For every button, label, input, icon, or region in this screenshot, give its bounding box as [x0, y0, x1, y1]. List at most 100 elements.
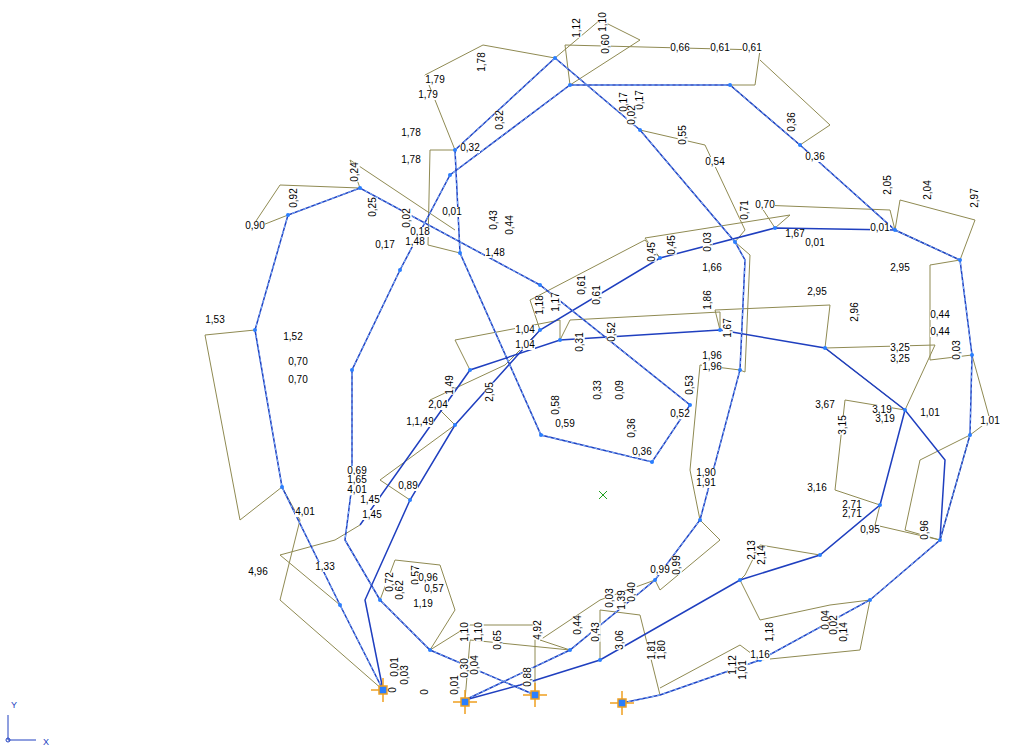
centre-mark [599, 491, 607, 499]
force-value: 1,17 [551, 292, 561, 311]
force-value: 0,18 [410, 227, 429, 237]
force-value: 2,96 [850, 302, 860, 321]
force-value: 0,40 [627, 582, 637, 601]
force-value: 0,58 [551, 395, 561, 414]
force-value: 0,04 [470, 655, 480, 674]
force-value: 2,71 [842, 509, 861, 519]
axis-symbol [6, 715, 36, 742]
force-value: 1,19 [413, 599, 432, 609]
force-value: 1,45 [362, 510, 381, 520]
force-value: 1,80 [657, 640, 667, 659]
force-value: 2,95 [890, 263, 909, 273]
force-value: 1,90 [696, 468, 715, 478]
force-value: 0,09 [615, 380, 625, 399]
force-value: 2,05 [485, 382, 495, 401]
frame-members [255, 58, 972, 703]
force-value: 1,53 [205, 315, 224, 325]
force-value: 0,01 [450, 675, 460, 694]
force-value: 0,44 [573, 615, 583, 634]
force-value: 0,36 [632, 447, 651, 457]
force-value: 0,25 [368, 197, 378, 216]
force-value: 2,05 [883, 175, 893, 194]
force-value: 1,67 [723, 318, 733, 337]
force-value: 0,31 [575, 332, 585, 351]
force-value: 0,03 [400, 665, 410, 684]
force-value: 0,96 [920, 520, 930, 539]
force-value: 3,16 [807, 483, 826, 493]
force-value: 1,49 [445, 375, 455, 394]
force-value: 0,44 [930, 327, 949, 337]
force-value: 0,53 [685, 375, 695, 394]
force-value: 0,59 [555, 419, 574, 429]
force-value: 0,61 [742, 43, 761, 53]
force-value: 1,78 [401, 155, 420, 165]
force-value: 0,36 [805, 152, 824, 162]
force-value: 0,89 [398, 481, 417, 491]
force-value: 0,43 [591, 622, 601, 641]
force-value: 0,33 [593, 380, 603, 399]
force-value: 1,16 [750, 650, 769, 660]
force-value: 0,36 [627, 418, 637, 437]
force-value: 1,01 [738, 660, 748, 679]
force-value: 0,17 [375, 240, 394, 250]
force-value: 0,03 [605, 588, 615, 607]
force-value: 0,62 [395, 580, 405, 599]
force-value: 0,88 [523, 667, 533, 686]
force-value: 0,61 [577, 275, 587, 294]
force-value: 3,67 [815, 400, 834, 410]
force-value: 0,61 [592, 285, 602, 304]
force-value: 2,14 [757, 545, 767, 564]
force-value: 0,57 [424, 584, 443, 594]
force-value: 1,78 [401, 128, 420, 138]
force-value: 3,06 [615, 630, 625, 649]
force-value: 1,66 [702, 263, 721, 273]
force-value: 0,71 [740, 200, 750, 219]
force-value: 0,30 [460, 658, 470, 677]
force-value: 1,10 [460, 622, 470, 641]
force-value: 0,99 [672, 555, 682, 574]
force-value: 0,44 [505, 215, 515, 234]
force-value: 1,33 [315, 562, 334, 572]
force-value: 0,02 [829, 615, 839, 634]
force-value: 0,03 [703, 232, 713, 251]
force-value: 0,60 [601, 34, 611, 53]
force-value: 0,70 [755, 200, 774, 210]
force-value: 0,65 [493, 630, 503, 649]
force-value: 0,01 [870, 223, 889, 233]
force-value: 1,12 [728, 655, 738, 674]
force-value: 4,01 [295, 507, 314, 517]
frame-nodes [253, 56, 974, 662]
force-value: 1,67 [785, 229, 804, 239]
force-value: 1,91 [696, 478, 715, 488]
force-value: 0,45 [647, 242, 657, 261]
force-value: 0,44 [930, 310, 949, 320]
member-axis [255, 58, 972, 703]
force-value: 0,66 [670, 43, 689, 53]
force-value: 1,10 [598, 12, 608, 31]
force-value: 1,52 [283, 332, 302, 342]
force-value: 0,32 [495, 110, 505, 129]
force-value: 2,95 [807, 287, 826, 297]
force-value: 0,96 [418, 573, 437, 583]
force-value: 1,12 [572, 18, 582, 37]
force-value: 0,92 [289, 188, 299, 207]
force-value: 1,65 [347, 475, 366, 485]
force-value: 4,01 [347, 485, 366, 495]
force-value: 1,10 [474, 622, 484, 641]
force-value: 0,01 [390, 657, 400, 676]
force-value: 1,48 [405, 237, 424, 247]
force-value: 0,90 [245, 221, 264, 231]
force-value: 1,01 [920, 408, 939, 418]
force-value: 0,52 [670, 409, 689, 419]
axis-label: Y [11, 700, 17, 710]
force-value: 3,19 [875, 414, 894, 424]
force-value: 0,24 [350, 162, 360, 181]
axis-label: X [43, 737, 49, 747]
force-value: 0,61 [710, 43, 729, 53]
force-value: 1,86 [703, 290, 713, 309]
force-value: 0,03 [952, 340, 962, 359]
force-value: 1,39 [617, 590, 627, 609]
force-value: 0,32 [460, 143, 479, 153]
force-value: 1,45 [360, 495, 379, 505]
